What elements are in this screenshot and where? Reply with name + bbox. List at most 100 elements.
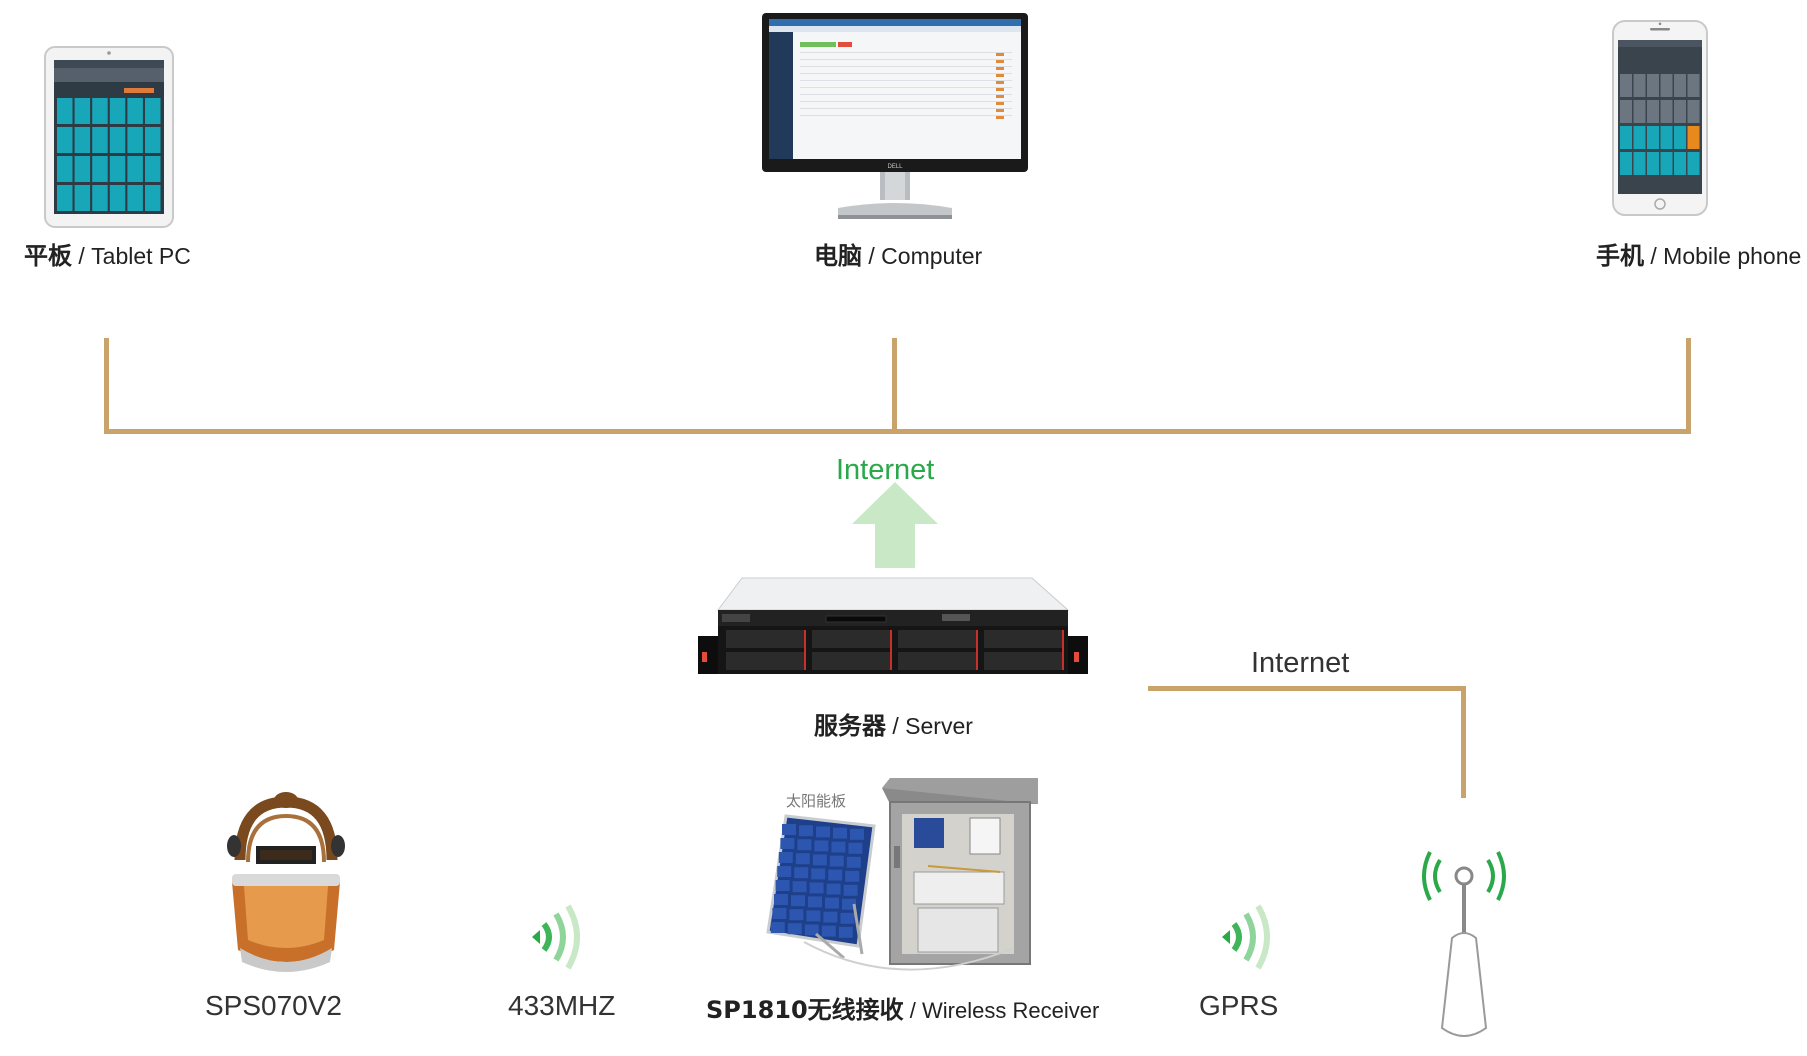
receiver-label: SP1810无线接收 / Wireless Receiver — [706, 990, 1099, 1025]
phone-screen-tile — [1674, 126, 1686, 149]
connector-gprs-horizontal — [1148, 686, 1466, 691]
solar-cell — [775, 880, 790, 891]
solar-cell — [811, 868, 826, 880]
phone-screen-tile — [1660, 74, 1673, 97]
solar-cell — [794, 867, 809, 879]
solar-cell — [831, 841, 846, 853]
solar-cell — [833, 827, 847, 839]
tablet-screen-tile — [145, 127, 161, 153]
server-drive-bay — [726, 630, 806, 648]
sensor-model-label: SPS070V2 — [205, 990, 342, 1021]
monitor-table-row — [800, 108, 1012, 109]
phone-screen-tile — [1647, 74, 1659, 97]
solar-cell — [774, 894, 788, 905]
monitor-status-cell — [996, 116, 1004, 119]
internet-top-label: Internet — [836, 454, 935, 486]
monitor-table-row — [800, 80, 1012, 81]
tablet-screen-tile — [109, 156, 126, 182]
gprs-label: GPRS — [1199, 990, 1279, 1021]
server-drive-bay — [726, 652, 806, 670]
tablet-screen-tile — [109, 127, 126, 153]
solar-cell — [823, 911, 838, 923]
connector-horizontal-bus — [104, 429, 1691, 434]
solar-cell — [826, 883, 841, 895]
phone-screen-tile — [1620, 100, 1632, 123]
solar-cell — [816, 826, 830, 838]
receiver-en: / Wireless Receiver — [903, 998, 1100, 1023]
solar-cell — [848, 842, 863, 854]
tablet-screen-tile — [74, 185, 91, 211]
solar-cell — [806, 910, 821, 922]
tablet-screen-tile — [127, 156, 143, 182]
phone-screen-tile — [1620, 152, 1632, 175]
monitor-status-cell — [996, 102, 1004, 105]
tablet-screen-tile — [109, 185, 126, 211]
monitor-table-row — [800, 73, 1012, 74]
svg-text:DELL: DELL — [887, 164, 903, 170]
solar-cell — [812, 854, 827, 866]
solar-cell — [804, 924, 819, 936]
connector-left-vertical — [104, 338, 109, 434]
tablet-screen-tile — [92, 185, 108, 211]
tablet-screen-tile — [74, 127, 91, 153]
phone-screen-tile — [1660, 152, 1673, 175]
tablet-screen-tile — [57, 98, 73, 124]
phone-screen-tile — [1660, 126, 1673, 149]
phone-screen-tile — [1620, 126, 1632, 149]
internet-right-label: Internet — [1251, 647, 1350, 679]
tablet-screen-tile — [92, 127, 108, 153]
solar-cell — [777, 866, 792, 877]
connector-gprs-vertical — [1461, 686, 1466, 798]
solar-cell — [780, 838, 795, 849]
tablet-screen-tile — [92, 156, 108, 182]
server-drive-bay — [812, 652, 892, 670]
tablet-screen-tile — [74, 156, 91, 182]
receiver-model: SP1810无线接收 — [706, 996, 904, 1024]
solar-cell — [821, 925, 836, 937]
solar-cell — [787, 923, 802, 935]
phone-screen-tile — [1687, 126, 1700, 149]
server-drive-bay — [984, 630, 1064, 648]
monitor-status-cell — [996, 53, 1004, 56]
solar-cell — [825, 897, 839, 909]
tablet-screen-tile — [57, 127, 73, 153]
phone-screen-tile — [1647, 152, 1659, 175]
tablet-screen-tile — [57, 156, 73, 182]
solar-cell — [792, 881, 807, 893]
connector-center-vertical — [892, 338, 897, 432]
solar-cell — [772, 908, 787, 919]
tablet-screen-tile — [127, 127, 143, 153]
monitor-status-cell — [996, 81, 1004, 84]
tablet-screen-tile — [127, 185, 143, 211]
solar-cell — [797, 839, 812, 851]
solar-cell — [778, 852, 793, 863]
solar-cell — [789, 909, 804, 921]
server-drive-bay — [812, 630, 892, 648]
monitor-status-cell — [996, 67, 1004, 70]
tablet-screen-tile — [145, 98, 161, 124]
solar-cell — [770, 922, 785, 933]
phone-screen-tile — [1647, 100, 1659, 123]
tablet-screen-tile — [145, 156, 161, 182]
monitor-table-row — [800, 59, 1012, 60]
solar-panel-caption: 太阳能板 — [786, 792, 847, 810]
phone-screen-tile — [1674, 152, 1686, 175]
connector-right-vertical — [1686, 338, 1691, 434]
monitor-table-row — [800, 52, 1012, 53]
tablet-screen-tile — [145, 185, 161, 211]
solar-cell — [845, 870, 860, 882]
monitor-table-row — [800, 94, 1012, 95]
solar-cell — [846, 856, 861, 868]
monitor-icon: DELL — [762, 13, 1028, 219]
tablet-screen-tile — [92, 98, 108, 124]
phone-screen-tile — [1687, 74, 1700, 97]
solar-cell — [843, 884, 858, 896]
phone-screen-tile — [1647, 126, 1659, 149]
monitor-status-cell — [996, 109, 1004, 112]
monitor-status-cell — [996, 60, 1004, 63]
cable-icon — [803, 941, 1015, 971]
tablet-screen-tile — [74, 98, 91, 124]
solar-cell — [809, 882, 824, 894]
server-drive-bay — [898, 652, 978, 670]
solar-cell — [795, 853, 810, 865]
